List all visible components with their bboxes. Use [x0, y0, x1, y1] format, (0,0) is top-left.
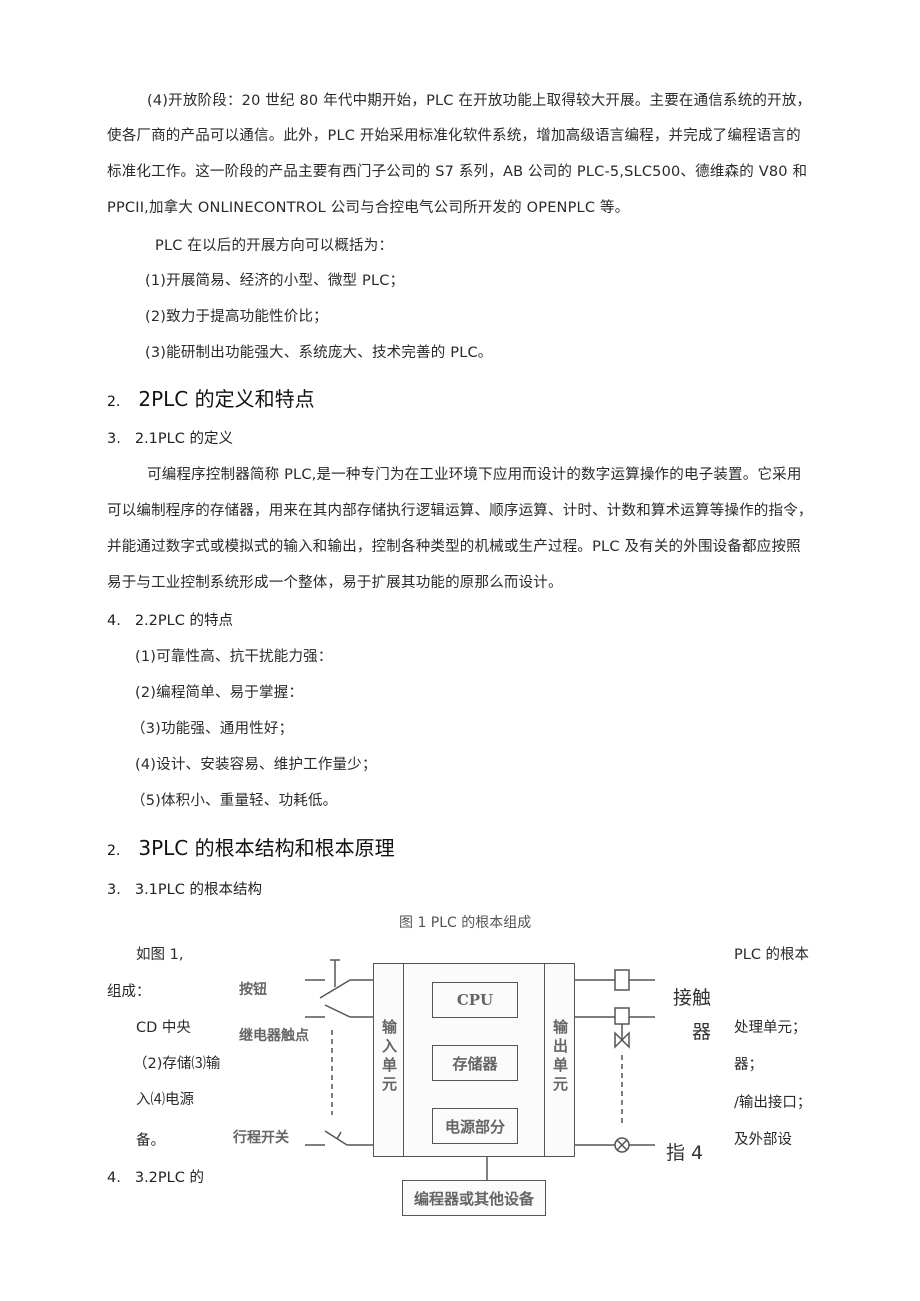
paragraph-line: 并能通过数字式或模拟式的输入和输出，控制各种类型的机械或生产过程。PLC 及有关…	[107, 539, 801, 555]
heading-text: 2PLC 的定义和特点	[138, 387, 315, 411]
output-unit-box: 输出单元	[544, 963, 575, 1157]
plc-diagram: 按钮 继电器触点 行程开关 输入单元 输出单元 CPU 存储器 电源部分 编程器…	[225, 955, 665, 1225]
subsection-heading: 3. 2.1PLC 的定义	[107, 427, 233, 448]
input-label-limit-switch: 行程开关	[233, 1130, 289, 1146]
heading-text: 2.2PLC 的特点	[134, 613, 233, 629]
input-label-relay: 继电器触点	[239, 1028, 309, 1044]
memory-label: 存储器	[452, 1054, 498, 1073]
feature-item: (2)编程简单、易于掌握：	[135, 685, 304, 701]
paragraph-line: 标准化工作。这一阶段的产品主要有西门子公司的 S7 系列，AB 公司的 PLC-…	[107, 164, 808, 180]
text-fragment: 器；	[734, 1057, 763, 1073]
text-fragment: （2)存储⑶输	[133, 1056, 221, 1072]
input-unit-box: 输入单元	[373, 963, 404, 1157]
paragraph-line: 可以编制程序的存储器，用来在其内部存储执行逻辑运算、顺序运算、计时、计数和算术运…	[107, 503, 813, 519]
section-heading: 2. 3PLC 的根本结构和根本原理	[107, 832, 395, 861]
subsection-heading: 3. 3.1PLC 的根本结构	[107, 878, 262, 899]
feature-item: (4)设计、安装容易、维护工作量少；	[135, 757, 377, 773]
output-label-contactor-2: 器	[692, 1021, 712, 1043]
text-fragment: 入⑷电源	[136, 1092, 194, 1108]
feature-item: （5)体积小、重量轻、功耗低。	[131, 793, 338, 809]
text-fragment: PLC 的根本	[734, 947, 810, 963]
feature-item: (1)可靠性高、抗干扰能力强：	[135, 649, 333, 665]
heading-number: 3.	[107, 882, 121, 898]
text-fragment: CD 中央	[136, 1020, 191, 1036]
subsection-heading: 4. 3.2PLC 的	[107, 1166, 204, 1187]
cpu-box: CPU	[432, 982, 518, 1018]
heading-text: 3PLC 的根本结构和根本原理	[138, 836, 395, 860]
text-fragment: 处理单元；	[734, 1020, 807, 1036]
trend-item: (1)开展简易、经济的小型、微型 PLC；	[145, 273, 405, 289]
section-heading: 2. 2PLC 的定义和特点	[107, 383, 315, 412]
paragraph-line: 易于与工业控制系统形成一个整体，易于扩展其功能的原那么而设计。	[107, 575, 563, 591]
input-unit-label: 输入单元	[380, 1019, 398, 1095]
feature-item: （3)功能强、通用性好；	[131, 721, 294, 737]
paragraph-line: 可编程序控制器简称 PLC,是一种专门为在工业环境下应用而设计的数字运算操作的电…	[147, 467, 802, 483]
diagram-lines	[305, 959, 655, 1180]
paragraph-line: 使各厂商的产品可以通信。此外，PLC 开始采用标准化软件系统，增加高级语言编程，…	[107, 128, 801, 144]
paragraph-line: (4)开放阶段：20 世纪 80 年代中期开始，PLC 在开放功能上取得较大开展…	[147, 93, 812, 109]
heading-number: 4.	[107, 613, 121, 629]
power-box: 电源部分	[432, 1108, 518, 1144]
paragraph-line: PPCII,加拿大 ONLINECONTROL 公司与合控电气公司所开发的 OP…	[107, 200, 630, 216]
heading-text: 3.2PLC 的	[134, 1170, 204, 1186]
power-label: 电源部分	[444, 1117, 505, 1136]
subsection-heading: 4. 2.2PLC 的特点	[107, 609, 233, 630]
programmer-label: 编程器或其他设备	[413, 1189, 534, 1208]
heading-text: 2.1PLC 的定义	[134, 431, 233, 447]
figure-caption: 图 1 PLC 的根本组成	[399, 915, 532, 931]
text-fragment: 备。	[136, 1133, 165, 1149]
cpu-label: CPU	[456, 991, 494, 1009]
text-fragment: 组成：	[107, 984, 151, 1000]
memory-box: 存储器	[432, 1045, 518, 1081]
heading-number: 4.	[107, 1170, 121, 1186]
trend-intro: PLC 在以后的开展方向可以概括为：	[155, 238, 394, 254]
text-fragment: 如图 1,	[136, 947, 184, 963]
output-unit-label: 输出单元	[551, 1019, 569, 1095]
heading-number: 2.	[107, 843, 121, 859]
text-fragment: 及外部设	[734, 1132, 792, 1148]
text-fragment: /输出接口；	[734, 1095, 812, 1111]
output-label-contactor: 接触	[673, 987, 712, 1009]
heading-text: 3.1PLC 的根本结构	[134, 882, 262, 898]
output-label-indicator: 指 4	[666, 1142, 704, 1164]
heading-number: 3.	[107, 431, 121, 447]
programmer-box: 编程器或其他设备	[402, 1180, 546, 1216]
trend-item: (3)能研制出功能强大、系统庞大、技术完善的 PLC。	[145, 345, 493, 361]
trend-item: (2)致力于提高功能性价比；	[145, 309, 328, 325]
input-label-button: 按钮	[239, 982, 267, 998]
heading-number: 2.	[107, 394, 121, 410]
